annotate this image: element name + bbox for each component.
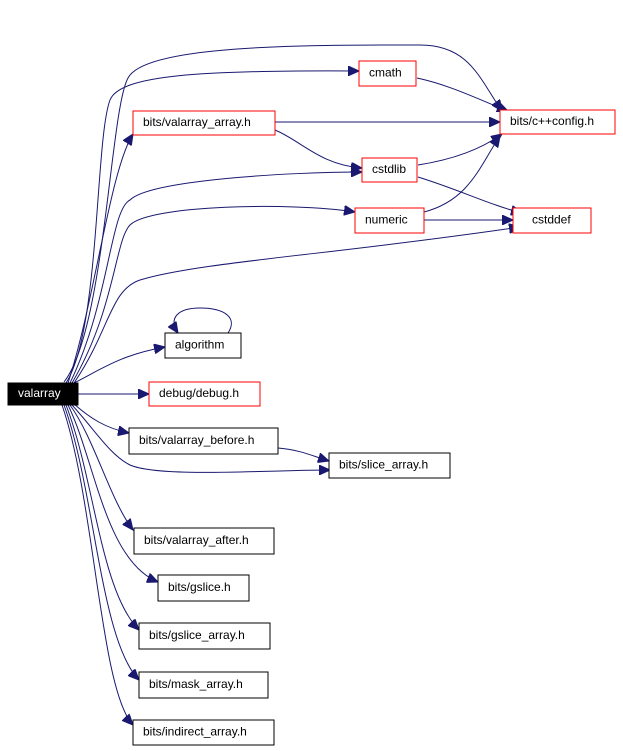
node-valarray[interactable]: valarray xyxy=(7,382,79,406)
node-bits-valarray-before[interactable]: bits/valarray_before.h xyxy=(128,427,279,455)
edge-valarray-to-bits-valarray-array xyxy=(67,134,133,384)
edge-valarray-to-numeric xyxy=(71,206,355,384)
edge-valarray-to-bits-indirect-array xyxy=(61,404,133,725)
edges xyxy=(61,44,522,725)
node-bits-mask-array-label: bits/mask_array.h xyxy=(149,677,243,691)
edge-valarray-to-bits-gslice-array xyxy=(65,404,139,630)
node-cstdlib[interactable]: cstdlib xyxy=(361,157,418,183)
node-bits-slice-array-label: bits/slice_array.h xyxy=(339,458,428,472)
edge-cmath-to-bits-cxxconfig xyxy=(416,77,508,111)
node-cmath-label: cmath xyxy=(369,66,402,80)
node-algorithm-label: algorithm xyxy=(175,338,224,352)
edge-valarray-to-bits-valarray-before xyxy=(73,403,129,433)
node-debug-debug-label: debug/debug.h xyxy=(159,386,239,400)
node-bits-valarray-array-label: bits/valarray_array.h xyxy=(143,115,251,129)
node-valarray-label: valarray xyxy=(18,386,61,400)
edge-valarray-to-bits-valarray-after xyxy=(69,404,133,530)
edge-valarray-to-bits-slice-array xyxy=(71,404,330,472)
node-algorithm[interactable]: algorithm xyxy=(164,332,242,359)
edge-algorithm-self-loop xyxy=(174,307,232,333)
edge-valarray-to-algorithm xyxy=(73,347,165,384)
node-bits-gslice-array[interactable]: bits/gslice_array.h xyxy=(138,622,271,650)
node-debug-debug[interactable]: debug/debug.h xyxy=(148,381,261,407)
edge-valarray-to-bits-mask-array xyxy=(63,404,139,680)
edge-valarray-to-cstdlib xyxy=(69,172,362,384)
node-cstddef-label: cstddef xyxy=(532,213,571,227)
edge-bits-valarray-before-to-bits-slice-array xyxy=(277,447,329,461)
node-bits-slice-array[interactable]: bits/slice_array.h xyxy=(328,452,451,479)
edge-numeric-to-bits-cxxconfig xyxy=(423,136,500,213)
node-cmath[interactable]: cmath xyxy=(358,60,417,87)
node-numeric[interactable]: numeric xyxy=(354,207,425,234)
node-bits-mask-array[interactable]: bits/mask_array.h xyxy=(138,671,269,699)
node-bits-valarray-before-label: bits/valarray_before.h xyxy=(139,433,254,447)
edge-valarray-to-cstddef xyxy=(73,227,520,384)
edge-cstdlib-to-bits-cxxconfig xyxy=(417,134,502,166)
node-bits-valarray-after[interactable]: bits/valarray_after.h xyxy=(133,527,275,555)
node-cstddef[interactable]: cstddef xyxy=(512,207,592,234)
node-numeric-label: numeric xyxy=(365,213,408,227)
node-cstdlib-label: cstdlib xyxy=(372,162,406,176)
node-bits-gslice[interactable]: bits/gslice.h xyxy=(157,574,250,602)
edge-valarray-to-bits-gslice xyxy=(67,404,158,582)
node-bits-valarray-after-label: bits/valarray_after.h xyxy=(144,533,249,547)
edge-bits-valarray-array-to-cstdlib xyxy=(274,129,362,168)
node-bits-cxxconfig[interactable]: bits/c++config.h xyxy=(499,109,616,135)
edge-cstdlib-to-cstddef xyxy=(417,176,522,213)
node-bits-indirect-array[interactable]: bits/indirect_array.h xyxy=(132,719,275,746)
node-bits-gslice-label: bits/gslice.h xyxy=(168,580,231,594)
node-bits-cxxconfig-label: bits/c++config.h xyxy=(510,114,594,128)
edge-valarray-to-bits-cxxconfig xyxy=(63,44,502,383)
edge-valarray-to-cmath xyxy=(65,71,359,384)
node-bits-valarray-array[interactable]: bits/valarray_array.h xyxy=(132,110,276,136)
node-bits-gslice-array-label: bits/gslice_array.h xyxy=(149,628,245,642)
nodes: valarray cmath bits/valarray_array.h bit… xyxy=(7,60,616,746)
node-bits-indirect-array-label: bits/indirect_array.h xyxy=(143,725,247,739)
